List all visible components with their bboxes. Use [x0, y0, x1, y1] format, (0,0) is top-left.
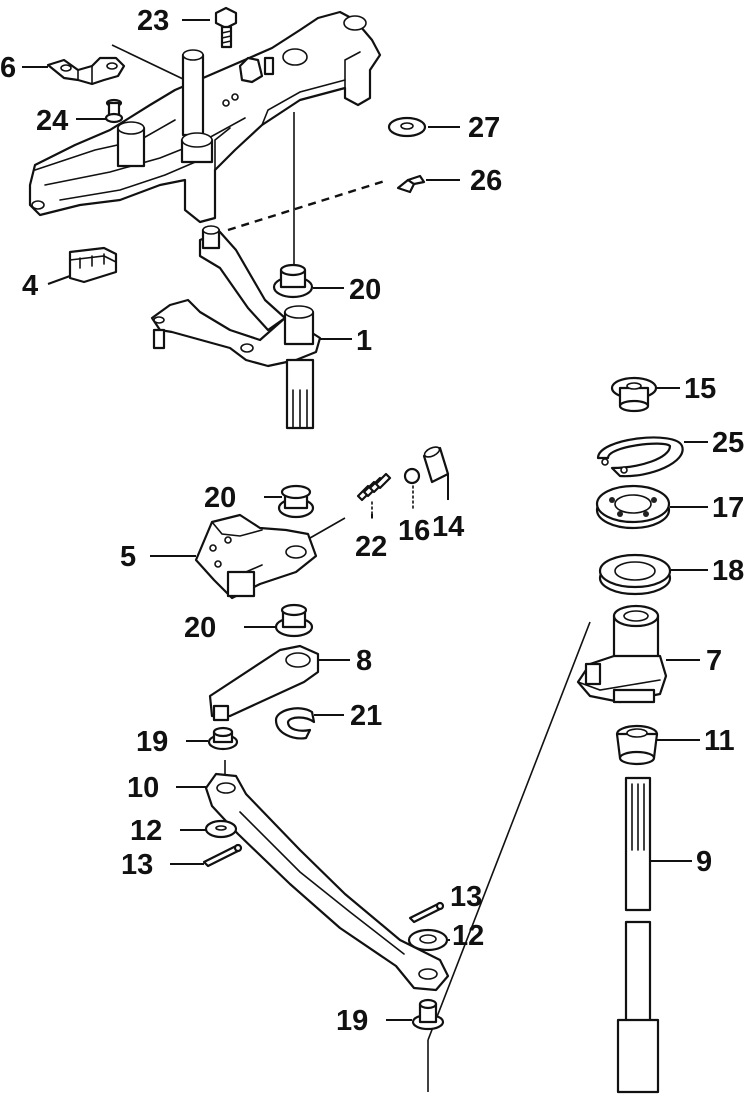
callout-10: 10 [127, 772, 159, 804]
shift-bracket [28, 10, 382, 224]
callout-7: 7 [706, 645, 722, 677]
part-24-screw [104, 98, 124, 124]
callout-19-upper: 19 [136, 726, 168, 758]
part-17-bearing [595, 484, 671, 530]
part-5-shift-block [194, 513, 318, 600]
part-12-washer-right [407, 928, 449, 952]
callout-leaders [22, 19, 708, 1021]
part-8-lever [208, 644, 320, 722]
part-12-washer-left [204, 819, 238, 839]
part-19-washer-lower [411, 998, 445, 1031]
part-6-plate [46, 56, 126, 86]
callout-27: 27 [468, 112, 500, 144]
callout-16: 16 [398, 515, 430, 547]
callout-19-lower: 19 [336, 1005, 368, 1037]
part-21-eclip [274, 707, 316, 740]
callout-23: 23 [137, 5, 169, 37]
part-7-housing [576, 604, 668, 704]
part-22-spring [356, 472, 392, 519]
callout-8: 8 [356, 645, 372, 677]
callout-1: 1 [356, 325, 372, 357]
part-23-bolt [214, 6, 238, 49]
callout-5: 5 [120, 541, 136, 573]
part-15-plug [610, 376, 658, 413]
part-13-pin-left [202, 843, 243, 868]
callout-4: 4 [22, 270, 38, 302]
callout-6: 6 [0, 52, 16, 84]
callout-22: 22 [355, 531, 387, 563]
part-14-sleeve [422, 446, 450, 484]
part-20-bushing-top [272, 263, 314, 299]
part-4-clip [68, 246, 118, 284]
callout-15: 15 [684, 373, 716, 405]
callout-20-mid: 20 [204, 482, 236, 514]
callout-12-right: 12 [452, 920, 484, 952]
callout-18: 18 [712, 555, 744, 587]
part-18-seal [598, 553, 672, 596]
callout-17: 17 [712, 492, 744, 524]
callout-14: 14 [432, 511, 464, 543]
part-13-pin-right [408, 901, 445, 924]
part-26-clip [396, 174, 426, 194]
part-9-shift-shaft [616, 776, 660, 1094]
callout-labels: 23 6 24 27 26 4 20 1 15 25 17 18 7 11 9 … [0, 5, 744, 1037]
callout-9: 9 [696, 846, 712, 878]
callout-11: 11 [704, 725, 735, 757]
callout-26: 26 [470, 165, 502, 197]
part-20-bushing-mid [277, 484, 315, 519]
callout-13-left: 13 [121, 849, 153, 881]
part-19-washer-upper [207, 726, 239, 751]
part-27-washer [387, 116, 427, 138]
part-25-circlip [596, 436, 684, 478]
callout-13-right: 13 [450, 881, 482, 913]
callout-25: 25 [712, 427, 744, 459]
part-10-link-rod [204, 772, 450, 992]
callout-20-top: 20 [349, 274, 381, 306]
callout-24: 24 [36, 105, 68, 137]
callout-12-left: 12 [130, 815, 162, 847]
part-16-ball [403, 467, 421, 511]
part-20-bushing-low [274, 603, 314, 638]
callout-21: 21 [350, 700, 382, 732]
part-11-bushing [615, 724, 659, 766]
callout-20-low: 20 [184, 612, 216, 644]
